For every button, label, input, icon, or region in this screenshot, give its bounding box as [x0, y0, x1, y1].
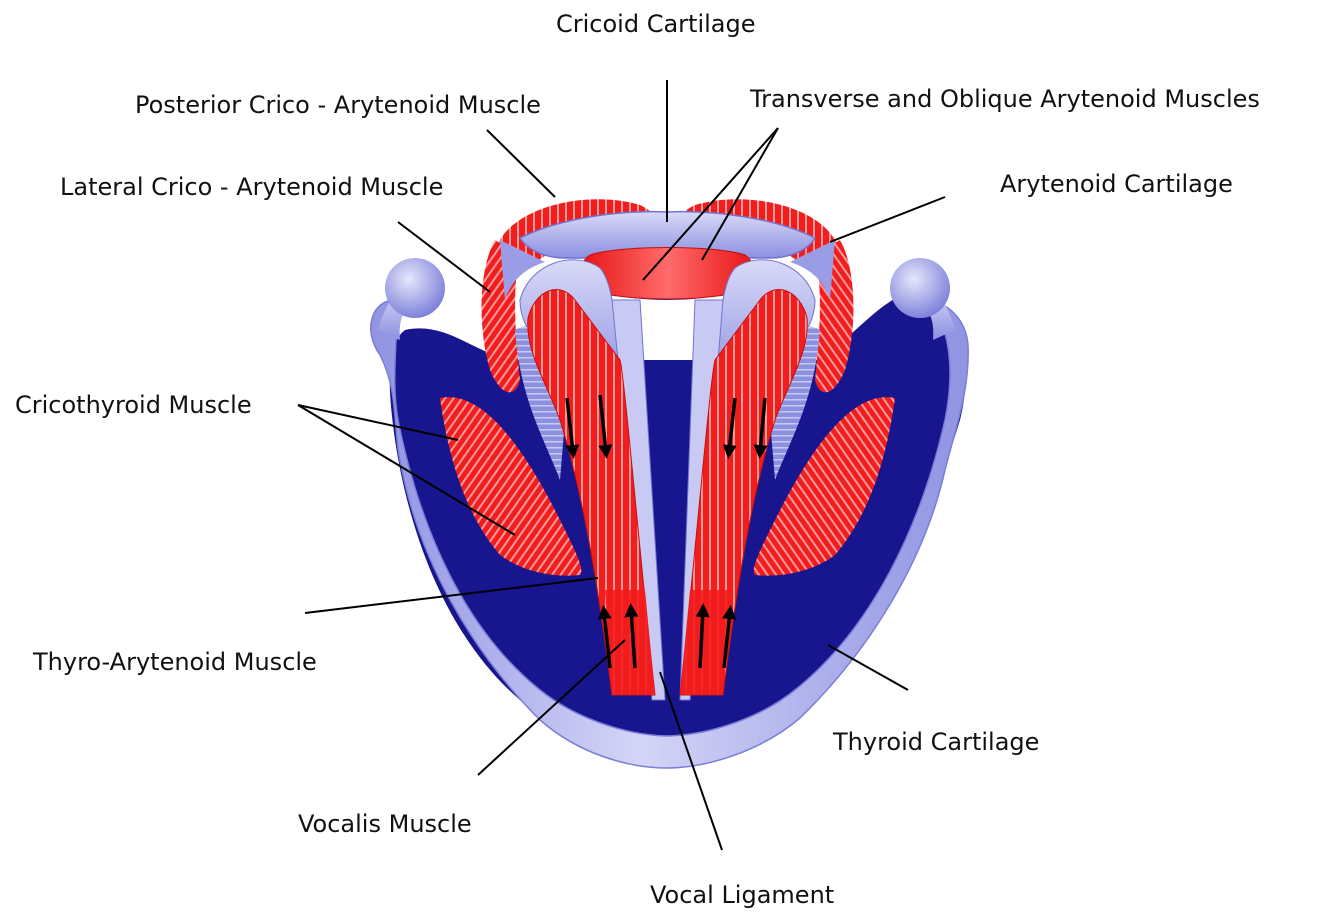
thyroid-cartilage [371, 258, 968, 768]
label-thyro-arytenoid-muscle: Thyro-Arytenoid Muscle [33, 650, 317, 674]
label-vocal-ligament: Vocal Ligament [650, 883, 834, 907]
label-posterior-crico-arytenoid-muscle: Posterior Crico - Arytenoid Muscle [135, 93, 541, 117]
label-transverse-oblique-arytenoid-muscles: Transverse and Oblique Arytenoid Muscles [750, 87, 1260, 111]
label-vocalis-muscle: Vocalis Muscle [298, 812, 472, 836]
label-thyroid-cartilage: Thyroid Cartilage [833, 730, 1039, 754]
label-arytenoid-cartilage: Arytenoid Cartilage [1000, 172, 1233, 196]
leader-arytenoid [830, 197, 945, 242]
leader-posterior-crico-arytenoid [487, 130, 555, 197]
label-lateral-crico-arytenoid-muscle: Lateral Crico - Arytenoid Muscle [60, 175, 443, 199]
label-cricothyroid-muscle: Cricothyroid Muscle [15, 393, 252, 417]
label-cricoid-cartilage: Cricoid Cartilage [556, 12, 756, 36]
